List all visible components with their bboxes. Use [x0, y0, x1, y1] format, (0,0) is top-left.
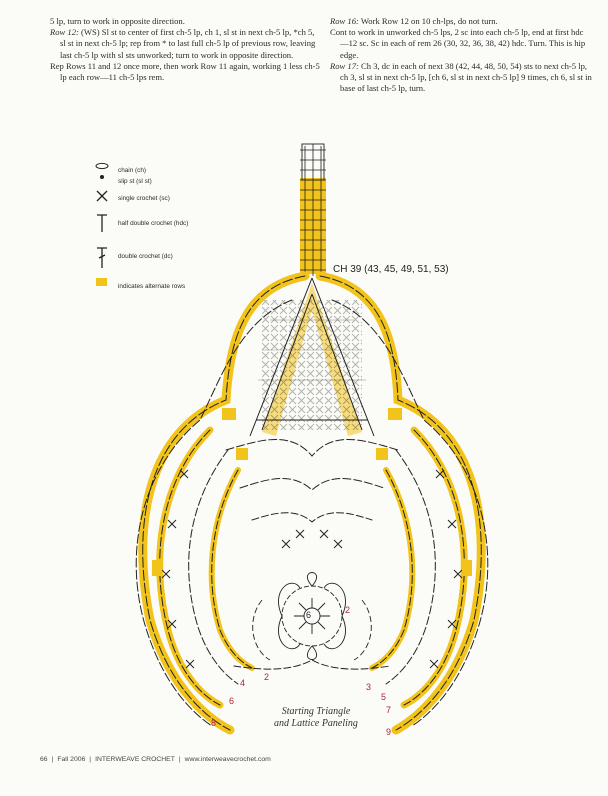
repeat-paragraph: Rep Rows 11 and 12 once more, then work …: [50, 60, 320, 83]
row-number-7: 7: [386, 705, 392, 715]
row-12-text: (WS) Sl st to center of first ch-5 lp, c…: [60, 27, 316, 60]
legend-label: indicates alternate rows: [118, 282, 186, 290]
chain-count-label: CH 39 (43, 45, 49, 51, 53): [333, 264, 449, 275]
row-16-label: Row 16:: [330, 16, 359, 26]
row-12-paragraph: Row 12: (WS) Sl st to center of first ch…: [50, 27, 322, 61]
double-crochet-t-icon: [94, 246, 110, 268]
row-number-8: 8: [211, 718, 217, 728]
lattice-rings: [135, 271, 489, 735]
legend-item-single-crochet: single crochet (sc): [94, 188, 170, 208]
row-number-6: 6: [229, 696, 235, 706]
row-number-2-left: 2: [264, 672, 270, 682]
legend-item-slip-stitch: slip st (sl st): [94, 171, 152, 191]
row-number-2-right: 2: [345, 605, 351, 615]
diagram-caption: Starting Triangle and Lattice Paneling: [268, 706, 364, 730]
legend-label: slip st (sl st): [118, 177, 152, 185]
magazine-name: INTERWEAVE CROCHET: [95, 756, 175, 763]
instructions-right-column: Row 16: Work Row 12 on 10 ch-lps, do not…: [330, 16, 592, 94]
page-footer: 66|Fall 2006|INTERWEAVE CROCHET|www.inte…: [40, 756, 271, 763]
single-crochet-x-icon: [94, 188, 110, 208]
website-url: www.interweavecrochet.com: [184, 756, 271, 763]
half-double-crochet-t-icon: [94, 213, 110, 233]
row-17-text: Ch 3, dc in each of next 38 (42, 44, 48,…: [340, 60, 592, 94]
legend-item-alternate-rows: indicates alternate rows: [94, 276, 185, 296]
row-16-paragraph: Row 16: Work Row 12 on 10 ch-lps, do not…: [330, 16, 592, 27]
row-17-label: Row 17:: [330, 60, 359, 71]
center-round-number: 6: [306, 610, 312, 620]
legend-label: half double crochet (hdc): [118, 219, 189, 227]
legend-label: single crochet (sc): [118, 194, 170, 202]
slip-stitch-dot-icon: [94, 171, 110, 191]
page-number: 66: [40, 756, 48, 763]
legend-item-chain: chain (ch): [94, 160, 146, 180]
row-number-9: 9: [386, 727, 392, 737]
text-line: 5 lp, turn to work in opposite direction…: [50, 16, 185, 26]
row-17-paragraph: Row 17: Ch 3, dc in each of next 38 (42,…: [330, 61, 592, 95]
center-motif: [252, 572, 372, 661]
continue-paragraph: Cont to work in unworked ch-5 lps, 2 sc …: [330, 27, 586, 60]
yellow-square-icon: [94, 276, 110, 296]
alternate-row-highlights: [152, 408, 472, 576]
row-number-5: 5: [381, 692, 387, 702]
legend-label: double crochet (dc): [118, 252, 173, 260]
row-16-text: Work Row 12 on 10 ch-lps, do not turn.: [358, 16, 498, 26]
single-crochet-marks: [161, 469, 463, 669]
row-number-4: 4: [240, 678, 246, 688]
row-12-label: Row 12:: [50, 27, 79, 38]
issue-date: Fall 2006: [57, 756, 86, 763]
caption-line-2: and Lattice Paneling: [274, 718, 358, 729]
row-number-3: 3: [366, 682, 372, 692]
instructions-left-column: 5 lp, turn to work in opposite direction…: [50, 16, 322, 83]
starting-triangle: [249, 277, 375, 437]
caption-line-1: Starting Triangle: [281, 706, 351, 717]
legend-item-half-double-crochet: half double crochet (hdc): [94, 213, 188, 233]
chain-oval-icon: [94, 160, 110, 180]
legend-label: chain (ch): [118, 166, 147, 174]
legend-item-double-crochet: double crochet (dc): [94, 246, 173, 268]
starting-chain-column: [300, 143, 326, 276]
